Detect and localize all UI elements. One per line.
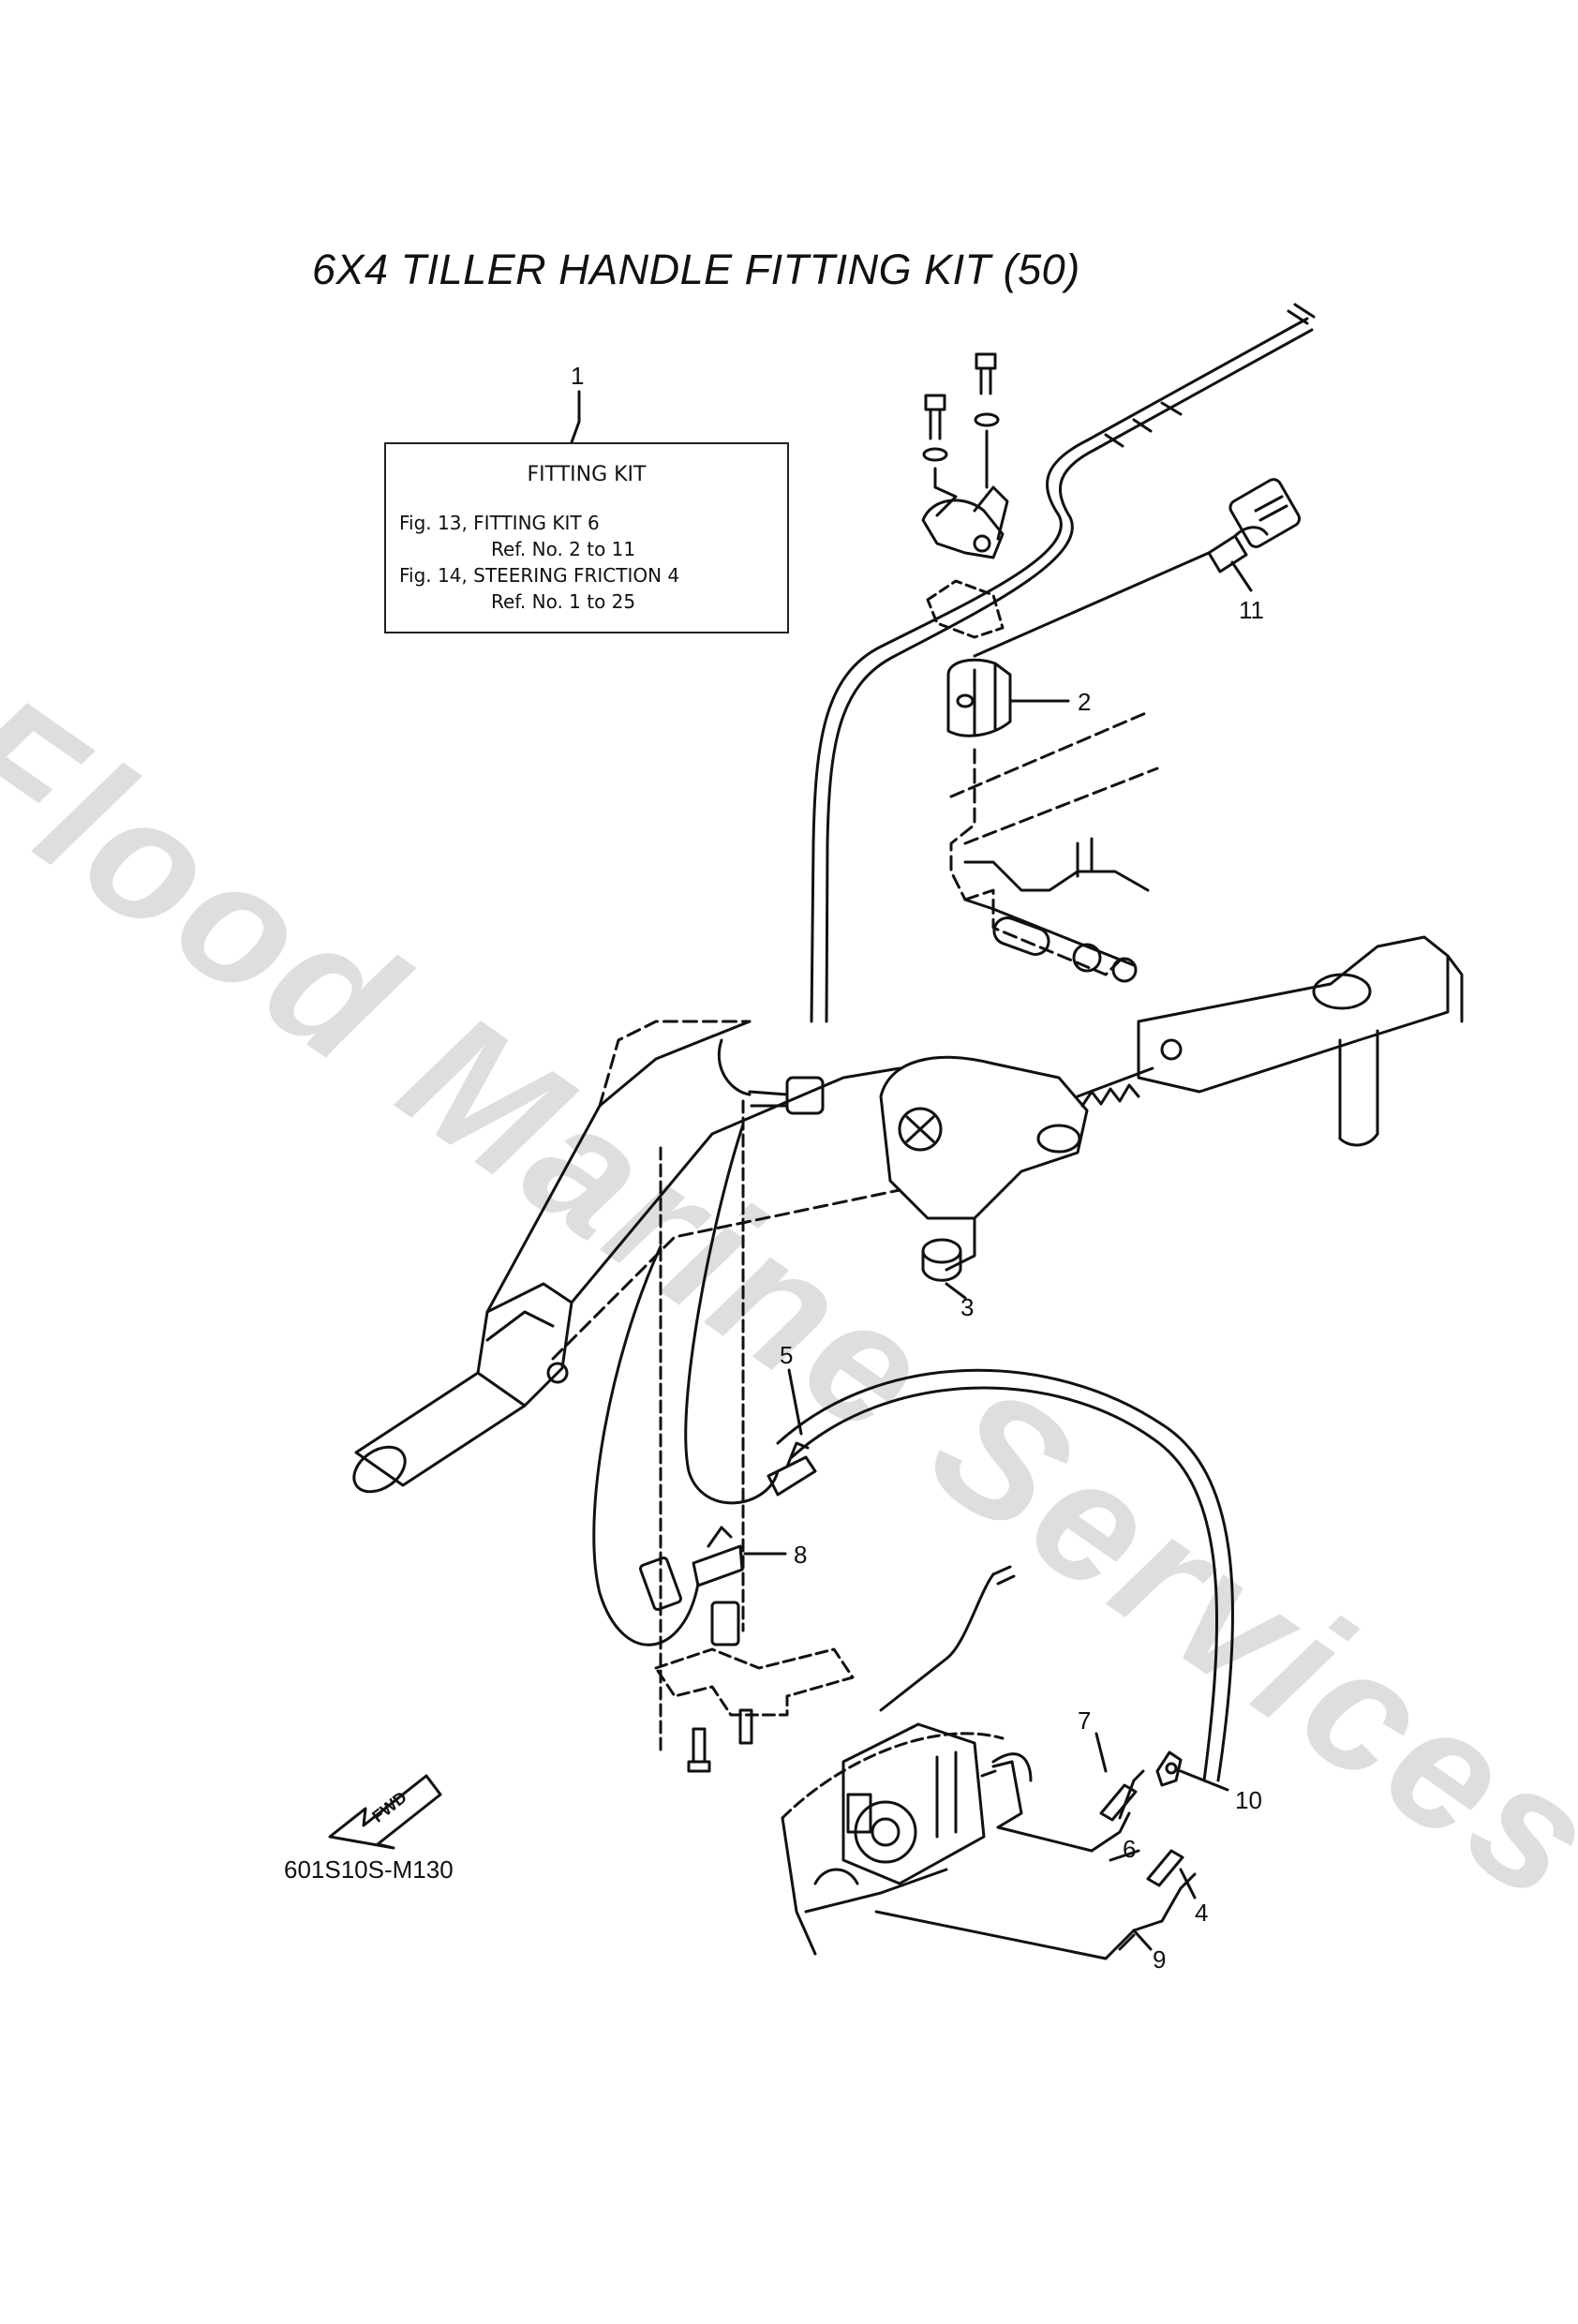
loose-wire [592,1244,700,1646]
swivel-bracket [1137,935,1464,1147]
screw-axis-lines [659,1099,745,1754]
bottom-cowling-bracket [949,710,1159,976]
tiller-handle [352,1020,901,1494]
callout-2: 2 [1078,688,1091,716]
callout-1: 1 [571,362,584,390]
diagram-title: 6X4 TILLER HANDLE FITTING KIT (50) [312,246,1080,293]
leader-line-3 [945,1282,967,1300]
harness-line [973,551,1211,658]
callout-7: 7 [1078,1706,1091,1735]
fitting-kit-line2: Ref. No. 2 to 11 [491,538,636,560]
cable-loop [776,1368,1235,1782]
bolts-top [922,352,1000,517]
collar-part [921,1238,962,1282]
cable-terminals [879,1565,1016,1712]
leader-line-5 [787,1368,803,1436]
throttle-control-box [781,1722,1005,1956]
callout-9: 9 [1153,1945,1166,1974]
diagram-code: 601S10S-M130 [284,1855,454,1884]
tiller-outline-dashed [551,1020,901,1361]
main-harness-connector [1207,478,1302,574]
fitting-kit-heading: FITTING KIT [527,463,647,486]
twin-cable [810,303,1316,1023]
tiller-connector [717,1038,825,1115]
mounting-plate [638,1557,855,1717]
fitting-kit-line3: Fig. 14, STEERING FRICTION 4 [399,564,680,587]
callout-5: 5 [780,1341,793,1369]
callout-11: 11 [1239,596,1264,624]
rod-end-4 [1146,1849,1197,1899]
cable-clamp-top [921,485,1009,639]
clip-5 [767,1441,817,1497]
callout-6: 6 [1123,1835,1136,1863]
bottom-cowling-bracket-solid [963,837,1150,983]
fitting-kit-line4: Ref. No. 1 to 25 [491,590,636,613]
rod-end-7 [1094,1732,1138,1822]
clip-10 [1155,1750,1229,1792]
fwd-arrow-icon [328,1774,442,1850]
leader-line-1 [570,390,581,444]
callout-3: 3 [960,1293,974,1321]
grommet-part [946,658,1012,737]
callout-4: 4 [1195,1899,1208,1927]
clip-8 [692,1526,744,1587]
callout-8: 8 [794,1541,807,1569]
pins [1109,1849,1153,1951]
tiller-bracket [879,1055,1089,1272]
linkage-rods [874,1752,1197,1960]
fitting-kit-line1: Fig. 13, FITTING KIT 6 [399,512,600,534]
bottom-screws [687,1708,753,1773]
friction-spring [1076,1066,1154,1108]
loose-wire-2 [684,1123,780,1505]
fitting-kit-box: FITTING KIT Fig. 13, FITTING KIT 6 Ref. … [384,442,789,633]
callout-10: 10 [1235,1786,1262,1814]
leader-line-11 [1230,560,1253,592]
